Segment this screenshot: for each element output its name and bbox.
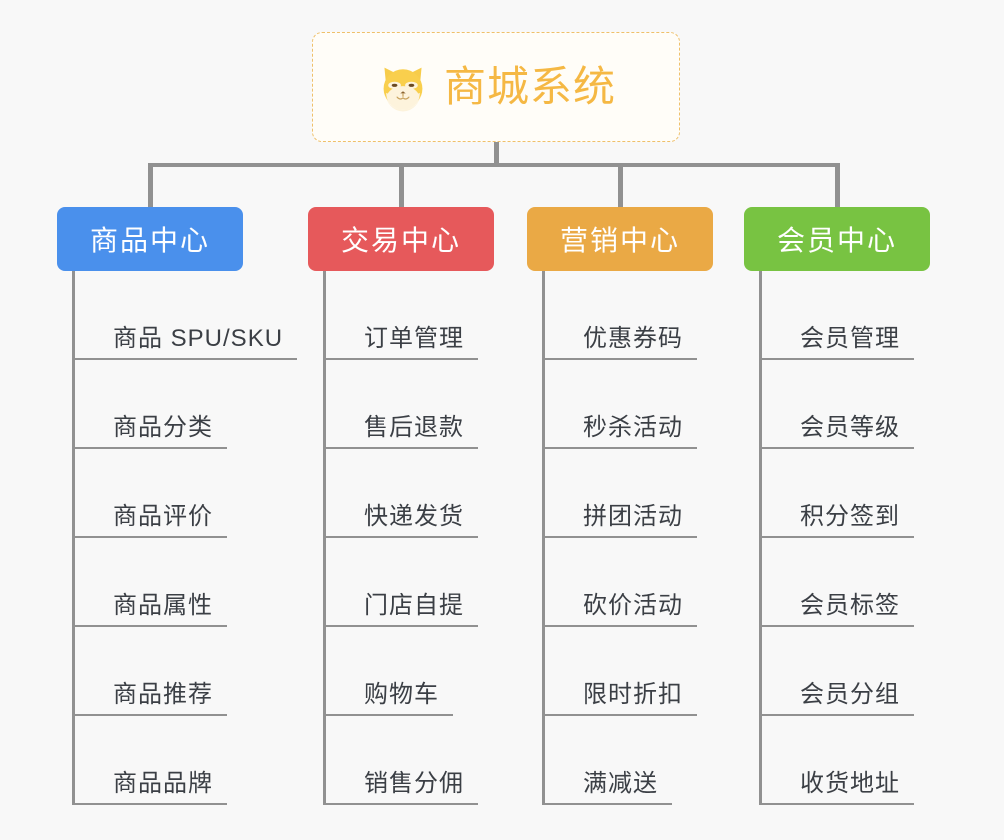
list-item[interactable]: 秒杀活动 <box>545 360 713 449</box>
list-item[interactable]: 销售分佣 <box>326 716 494 805</box>
connector-drop-4 <box>835 163 840 209</box>
list-item[interactable]: 商品属性 <box>75 538 243 627</box>
leaf-label: 快递发货 <box>326 503 478 538</box>
branch-label: 营销中心 <box>559 225 680 256</box>
leaf-label: 限时折扣 <box>545 681 697 716</box>
list-item[interactable]: 售后退款 <box>326 360 494 449</box>
leaf-label: 商品属性 <box>75 592 227 627</box>
root-node-shop-system[interactable]: 商城系统 <box>312 32 680 142</box>
branch-header-trade-center[interactable]: 交易中心 <box>308 207 494 271</box>
leaf-label: 会员管理 <box>762 325 914 360</box>
branch-header-member-center[interactable]: 会员中心 <box>744 207 930 271</box>
connector-drop-3 <box>618 163 623 209</box>
list-item[interactable]: 会员标签 <box>762 538 930 627</box>
leaf-label: 拼团活动 <box>545 503 697 538</box>
branch-label: 商品中心 <box>89 225 210 256</box>
branch-column-3: 营销中心 优惠券码 秒杀活动 拼团活动 砍价活动 限时折扣 满减送 <box>527 207 713 805</box>
leaf-label: 售后退款 <box>326 414 478 449</box>
leaf-label: 门店自提 <box>326 592 478 627</box>
leaf-list-2: 订单管理 售后退款 快递发货 门店自提 购物车 销售分佣 <box>323 271 494 805</box>
list-item[interactable]: 购物车 <box>326 627 494 716</box>
list-item[interactable]: 商品评价 <box>75 449 243 538</box>
connector-drop-1 <box>148 163 153 209</box>
list-item[interactable]: 拼团活动 <box>545 449 713 538</box>
leaf-label: 商品品牌 <box>75 770 227 805</box>
leaf-label: 满减送 <box>545 770 672 805</box>
list-item[interactable]: 快递发货 <box>326 449 494 538</box>
leaf-label: 会员分组 <box>762 681 914 716</box>
list-item[interactable]: 砍价活动 <box>545 538 713 627</box>
leaf-label: 会员标签 <box>762 592 914 627</box>
connector-root-stem <box>494 142 499 166</box>
list-item[interactable]: 商品分类 <box>75 360 243 449</box>
list-item[interactable]: 商品 SPU/SKU <box>75 271 298 360</box>
list-item[interactable]: 会员分组 <box>762 627 930 716</box>
branch-column-4: 会员中心 会员管理 会员等级 积分签到 会员标签 会员分组 收货地址 <box>744 207 930 805</box>
branch-column-1: 商品中心 商品 SPU/SKU 商品分类 商品评价 商品属性 商品推荐 商品品牌 <box>57 207 298 805</box>
leaf-label: 销售分佣 <box>326 770 478 805</box>
shiba-dog-face-icon <box>383 67 423 112</box>
list-item[interactable]: 会员等级 <box>762 360 930 449</box>
leaf-label: 商品评价 <box>75 503 227 538</box>
list-item[interactable]: 满减送 <box>545 716 713 805</box>
list-item[interactable]: 商品推荐 <box>75 627 243 716</box>
branch-header-marketing-center[interactable]: 营销中心 <box>527 207 713 271</box>
leaf-label: 砍价活动 <box>545 592 697 627</box>
list-item[interactable]: 门店自提 <box>326 538 494 627</box>
leaf-list-3: 优惠券码 秒杀活动 拼团活动 砍价活动 限时折扣 满减送 <box>542 271 713 805</box>
list-item[interactable]: 订单管理 <box>326 271 494 360</box>
leaf-list-4: 会员管理 会员等级 积分签到 会员标签 会员分组 收货地址 <box>759 271 930 805</box>
leaf-label: 优惠券码 <box>545 325 697 360</box>
leaf-list-1: 商品 SPU/SKU 商品分类 商品评价 商品属性 商品推荐 商品品牌 <box>72 271 298 805</box>
connector-drop-2 <box>399 163 404 209</box>
leaf-label: 商品 SPU/SKU <box>75 325 298 360</box>
branch-label: 交易中心 <box>340 225 461 256</box>
connector-horizontal-bar <box>148 163 840 167</box>
leaf-label: 商品分类 <box>75 414 227 449</box>
leaf-label: 积分签到 <box>762 503 914 538</box>
list-item[interactable]: 积分签到 <box>762 449 930 538</box>
leaf-label: 购物车 <box>326 681 453 716</box>
leaf-label: 会员等级 <box>762 414 914 449</box>
branch-header-product-center[interactable]: 商品中心 <box>57 207 243 271</box>
root-title: 商城系统 <box>443 63 616 110</box>
list-item[interactable]: 收货地址 <box>762 716 930 805</box>
leaf-label: 商品推荐 <box>75 681 227 716</box>
branch-column-2: 交易中心 订单管理 售后退款 快递发货 门店自提 购物车 销售分佣 <box>308 207 494 805</box>
branch-label: 会员中心 <box>776 225 897 256</box>
leaf-label: 收货地址 <box>762 770 914 805</box>
list-item[interactable]: 商品品牌 <box>75 716 243 805</box>
list-item[interactable]: 会员管理 <box>762 271 930 360</box>
list-item[interactable]: 限时折扣 <box>545 627 713 716</box>
leaf-label: 订单管理 <box>326 325 478 360</box>
leaf-label: 秒杀活动 <box>545 414 697 449</box>
list-item[interactable]: 优惠券码 <box>545 271 713 360</box>
